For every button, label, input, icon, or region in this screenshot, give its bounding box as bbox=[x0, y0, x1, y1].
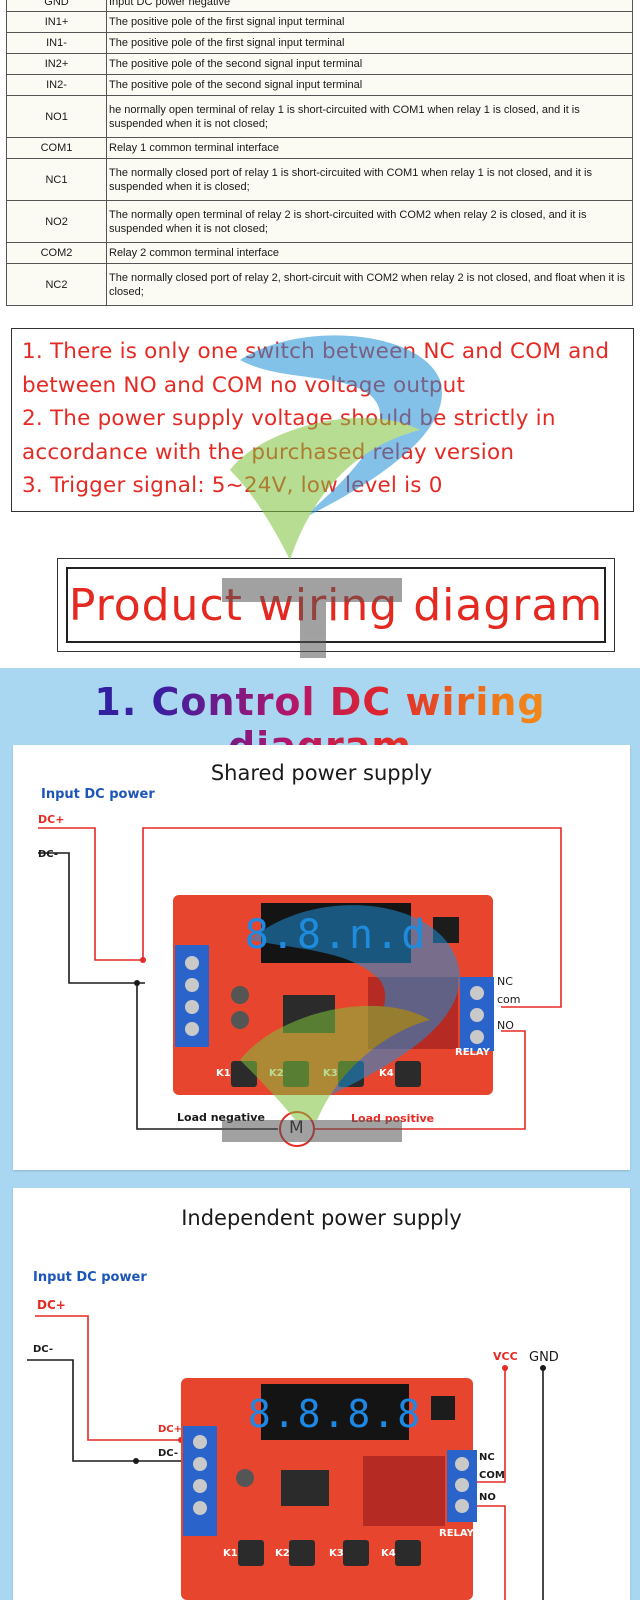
note-line: accordance with the purchased relay vers… bbox=[22, 439, 515, 465]
load-negative-label: Load negative bbox=[177, 1111, 265, 1124]
ind-key-k2: K2 bbox=[275, 1548, 290, 1559]
motor-label: M bbox=[289, 1118, 304, 1138]
vcc-label: VCC bbox=[493, 1350, 518, 1363]
shared-input-label: Input DC power bbox=[41, 787, 155, 802]
shared-wiring-diagram: 8.8.n.d bbox=[38, 827, 562, 1147]
note-line: 3. Trigger signal: 5~24V, low level is 0 bbox=[22, 473, 443, 498]
pin-name-cell: COM2 bbox=[6, 242, 107, 264]
independent-power-card: Independent power supply 8.8.8.8 Input D… bbox=[13, 1188, 630, 1600]
dc-plus-junction bbox=[140, 957, 146, 963]
note-line: 2. The power supply voltage should be st… bbox=[22, 406, 556, 431]
independent-power-title: Independent power supply bbox=[181, 1206, 462, 1230]
shared-dc-minus-label: DC- bbox=[38, 849, 59, 860]
ind-dc-plus-wire bbox=[35, 1315, 181, 1441]
banner-inner-frame bbox=[66, 567, 606, 643]
ind-no-label: NO bbox=[479, 1492, 496, 1503]
gnd-label: GND bbox=[529, 1350, 559, 1365]
board-dc-plus-label: DC+ bbox=[158, 1424, 183, 1435]
pin-name-cell: IN2- bbox=[6, 74, 107, 96]
pin-description-cell: The positive pole of the first signal in… bbox=[106, 32, 633, 54]
shared-dc-plus-label: DC+ bbox=[38, 813, 65, 826]
ind-com-label: COM bbox=[479, 1470, 505, 1481]
vcc-wire bbox=[475, 1368, 506, 1483]
ind-dc-plus-label: DC+ bbox=[37, 1298, 66, 1312]
board-dc-minus-label: DC- bbox=[158, 1448, 179, 1459]
pin-name-cell: NO1 bbox=[6, 95, 107, 138]
pin-description-cell: The positive pole of the second signal i… bbox=[106, 53, 633, 75]
banner-title: Product wiring diagram bbox=[68, 579, 604, 631]
shared-power-title: Shared power supply bbox=[210, 761, 433, 785]
shared-com-label: com bbox=[497, 993, 521, 1006]
ind-input-label: Input DC power bbox=[33, 1270, 147, 1285]
pin-description-cell: The positive pole of the first signal in… bbox=[106, 11, 633, 33]
pin-description-cell: Relay 2 common terminal interface bbox=[106, 242, 633, 264]
note-line: 1. There is only one switch between NC a… bbox=[22, 339, 610, 364]
shared-key-k1: K1 bbox=[216, 1068, 231, 1079]
ind-nc-label: NC bbox=[479, 1452, 495, 1463]
pin-description-cell: Relay 1 common terminal interface bbox=[106, 137, 633, 159]
independent-wiring-diagram: 8.8.8.8 bbox=[27, 1315, 546, 1600]
dc-plus-to-com-wire bbox=[142, 827, 562, 1008]
pin-name-cell: COM1 bbox=[6, 137, 107, 159]
pin-name-cell: NC1 bbox=[6, 158, 107, 201]
notes-box: 1. There is only one switch between NC a… bbox=[11, 328, 634, 512]
relay-component bbox=[368, 977, 458, 1049]
ind-board-display-digits: 8.8.8.8 bbox=[248, 1392, 422, 1436]
shared-key-k4: K4 bbox=[379, 1068, 394, 1079]
pin-name-cell: IN2+ bbox=[6, 53, 107, 75]
pin-description-cell: he normally open terminal of relay 1 is … bbox=[106, 95, 633, 138]
shared-relay-label: RELAY bbox=[455, 1047, 490, 1058]
pin-description-cell: The normally open terminal of relay 2 is… bbox=[106, 200, 633, 243]
pin-row: IN1-The positive pole of the first signa… bbox=[6, 32, 633, 54]
pin-row: IN1+The positive pole of the first signa… bbox=[6, 11, 633, 33]
pin-name-cell: NC2 bbox=[6, 263, 107, 306]
ind-dc-minus-wire bbox=[27, 1359, 181, 1462]
pin-row: IN2-The positive pole of the second sign… bbox=[6, 74, 633, 96]
pin-description-cell: The normally closed port of relay 2, sho… bbox=[106, 263, 633, 306]
ind-key-k4: K4 bbox=[381, 1548, 396, 1559]
pin-name-cell: NO2 bbox=[6, 200, 107, 243]
pin-description-cell: The positive pole of the second signal i… bbox=[106, 74, 633, 96]
ind-relay-component bbox=[363, 1456, 445, 1526]
shared-key-k3: K3 bbox=[323, 1068, 338, 1079]
ind-key-k3: K3 bbox=[329, 1548, 344, 1559]
pin-name-cell: IN1- bbox=[6, 32, 107, 54]
pin-description-cell: Input DC power negative bbox=[106, 0, 633, 12]
shared-power-card: Shared power supply 8.8.n.d bbox=[13, 745, 630, 1170]
dc-minus-wire bbox=[38, 852, 145, 984]
shared-nc-label: NC bbox=[497, 975, 513, 988]
ind-dc-minus-label: DC- bbox=[33, 1344, 54, 1355]
dc-plus-wire bbox=[38, 827, 145, 961]
no-out-wire bbox=[475, 1505, 506, 1600]
shared-key-k2: K2 bbox=[269, 1068, 284, 1079]
pin-row: IN2+The positive pole of the second sign… bbox=[6, 53, 633, 75]
board-chip bbox=[283, 995, 335, 1033]
load-positive-label: Load positive bbox=[351, 1112, 435, 1125]
pin-name-cell: GND bbox=[6, 0, 107, 12]
ind-board-display bbox=[261, 1384, 409, 1440]
board-ic bbox=[433, 917, 459, 943]
dc-minus-junction bbox=[134, 980, 140, 986]
shared-no-label: NO bbox=[497, 1019, 514, 1032]
note-line: between NO and COM no voltage output bbox=[22, 372, 466, 398]
ind-relay-label: RELAY bbox=[439, 1528, 474, 1539]
pin-name-cell: IN1+ bbox=[6, 11, 107, 33]
board-display-digits: 8.8.n.d bbox=[245, 912, 428, 958]
pin-description-cell: The normally closed port of relay 1 is s… bbox=[106, 158, 633, 201]
ind-key-k1: K1 bbox=[223, 1548, 238, 1559]
